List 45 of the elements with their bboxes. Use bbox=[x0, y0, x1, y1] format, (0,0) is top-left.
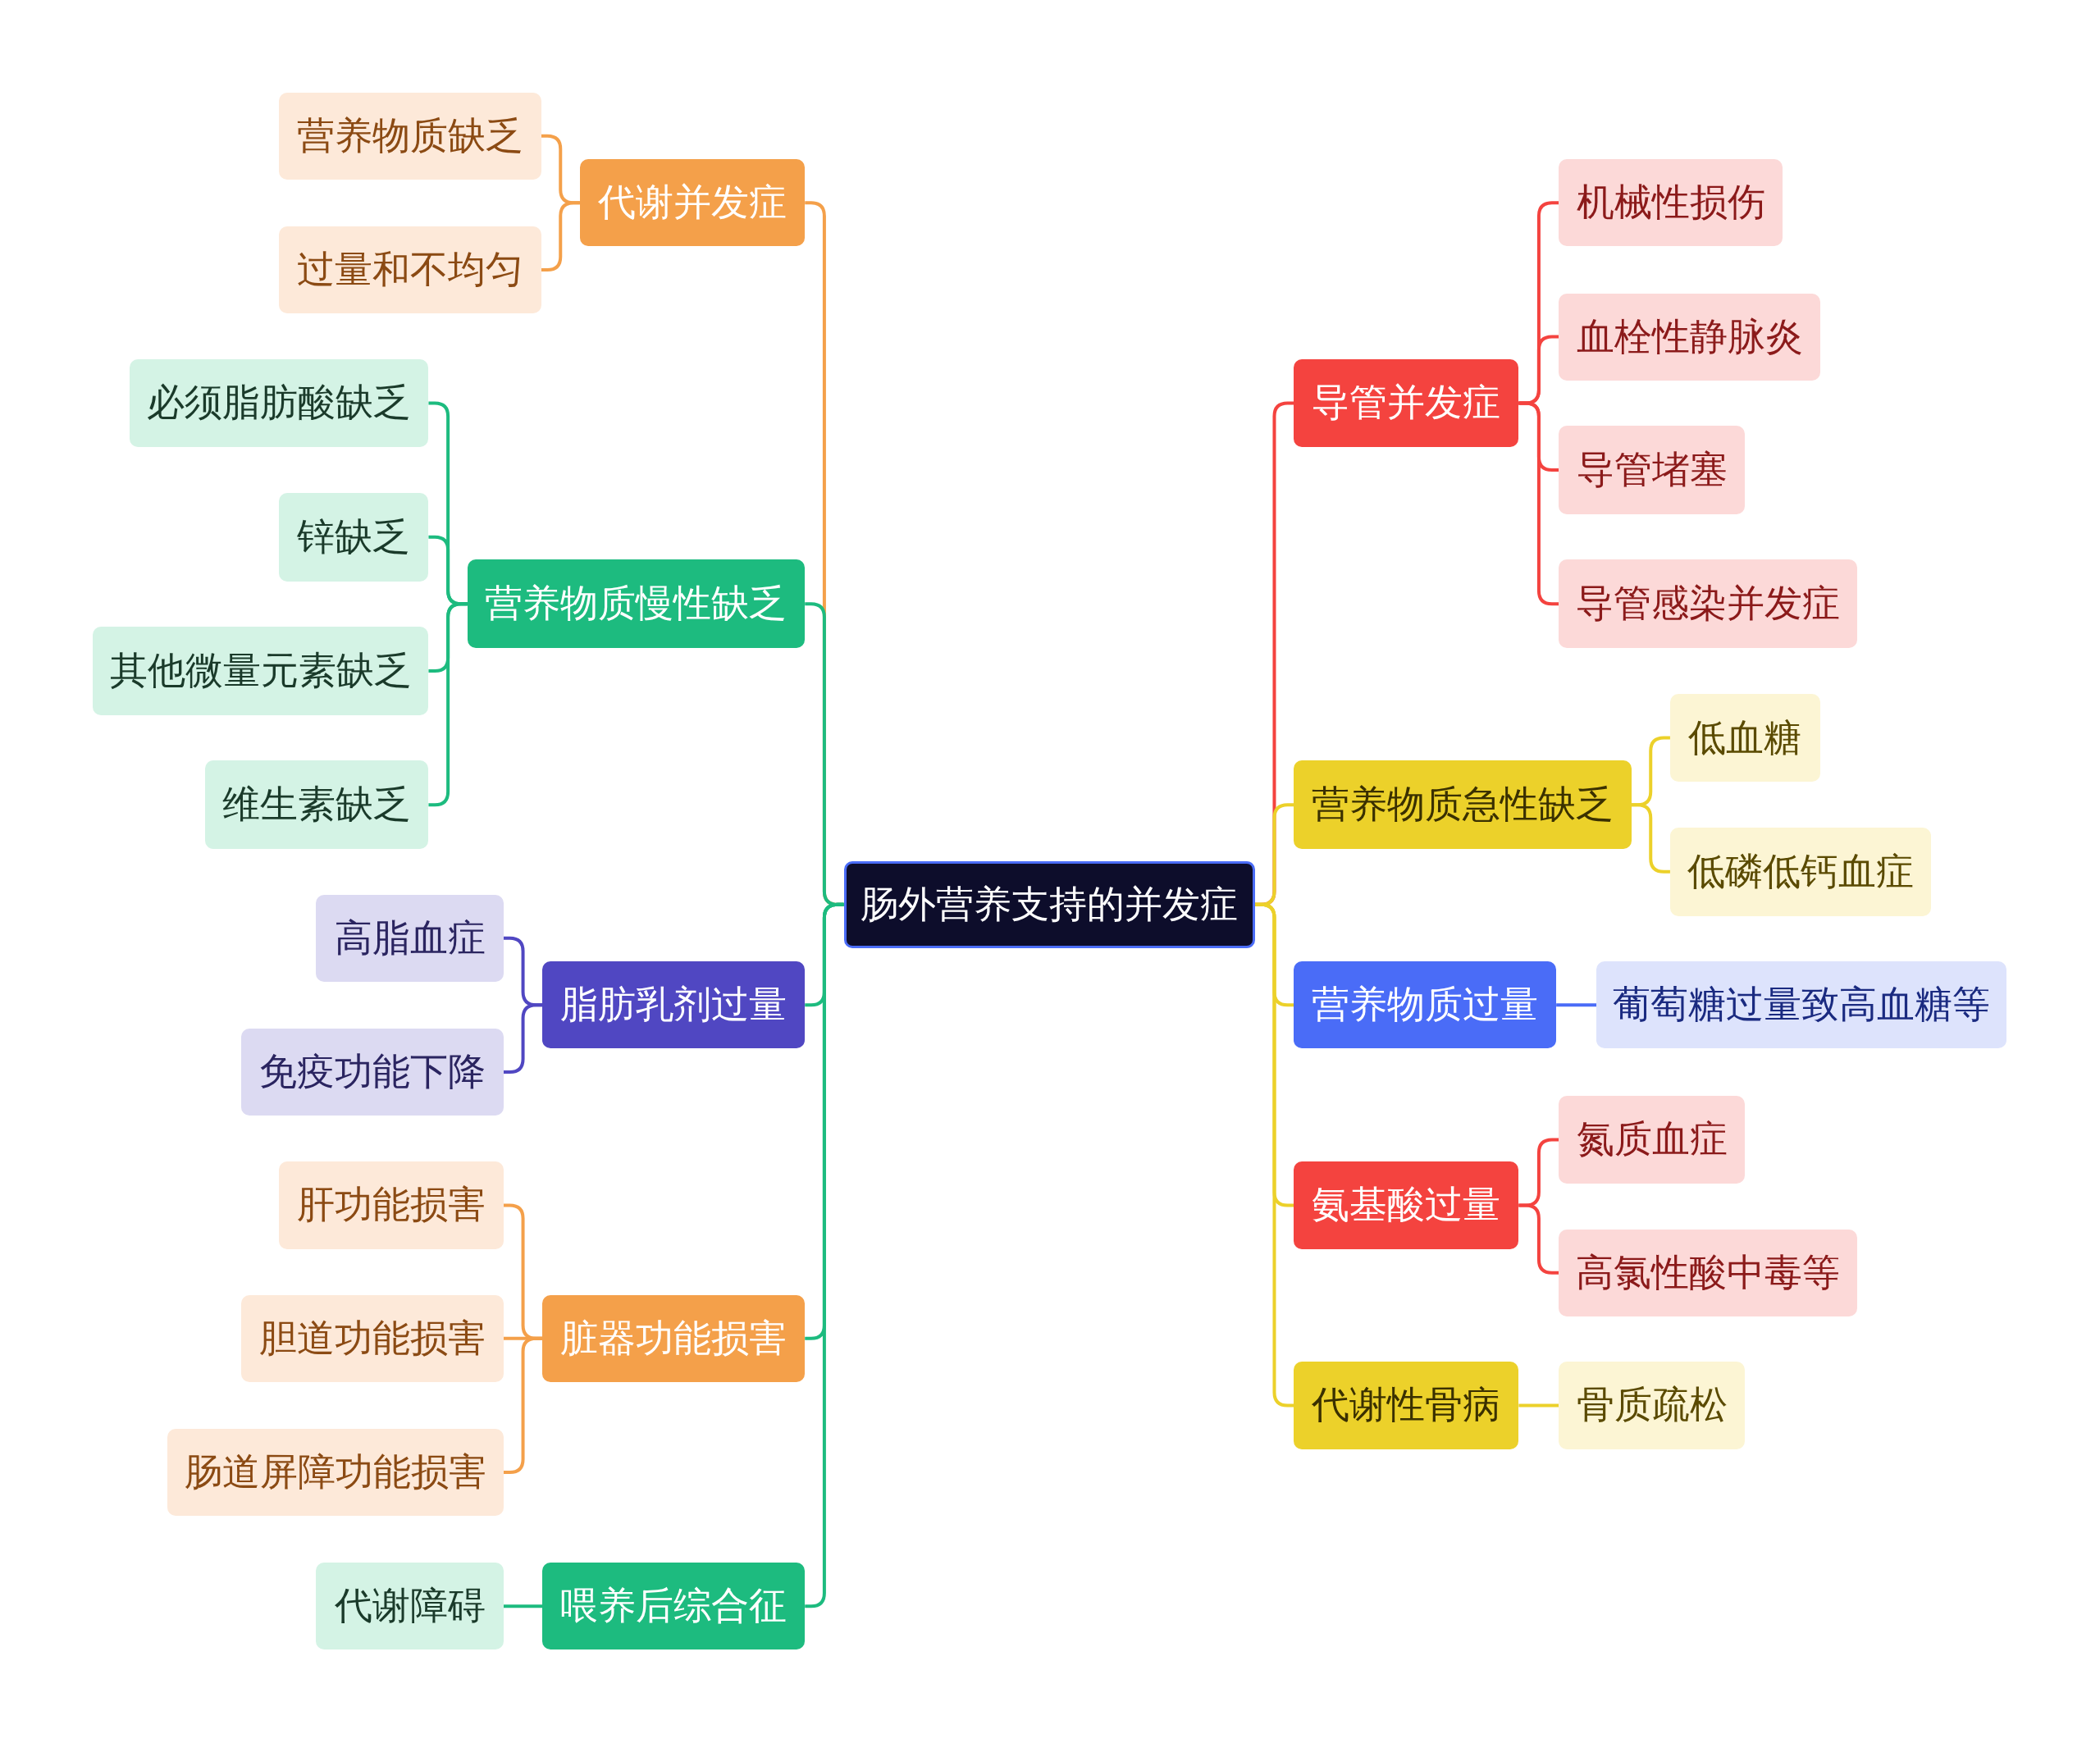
branch-box: 营养物质急性缺乏 bbox=[1294, 760, 1632, 850]
topic-box: 免疫功能下降 bbox=[240, 1028, 504, 1116]
connector-line bbox=[1556, 1003, 1597, 1007]
topic-box: 葡萄糖过量致高血糖等 bbox=[1596, 961, 2006, 1049]
branch-box: 脏器功能损害 bbox=[542, 1294, 806, 1382]
topic-box: 高氯性酸中毒等 bbox=[1559, 1229, 1858, 1316]
topic-box: 代谢障碍 bbox=[316, 1563, 504, 1650]
topic-box: 低磷低钙血症 bbox=[1669, 827, 1932, 916]
connector-line bbox=[805, 902, 844, 1608]
root-topic-box: 肠外营养支持的并发症 bbox=[843, 860, 1255, 948]
topic-box: 肠道屏障功能损害 bbox=[167, 1429, 504, 1517]
topic-box: 导管感染并发症 bbox=[1559, 559, 1858, 649]
topic-box: 维生素缺乏 bbox=[204, 760, 429, 850]
topic-box: 机械性损伤 bbox=[1559, 159, 1783, 247]
branch-box: 喂养后综合征 bbox=[542, 1563, 806, 1650]
branch-box: 脂肪乳剂过量 bbox=[542, 961, 806, 1049]
connector-line bbox=[1254, 902, 1294, 1408]
topic-box: 营养物质缺乏 bbox=[278, 92, 541, 180]
connector-line bbox=[1518, 401, 1559, 606]
topic-box: 氮质血症 bbox=[1559, 1095, 1746, 1184]
topic-box: 骨质疏松 bbox=[1559, 1362, 1746, 1449]
connector-line bbox=[503, 1604, 543, 1608]
connector-line bbox=[503, 1003, 543, 1074]
topic-box: 胆道功能损害 bbox=[240, 1294, 504, 1382]
topic-box: 导管堵塞 bbox=[1559, 426, 1746, 514]
branch-box: 代谢性骨病 bbox=[1294, 1362, 1519, 1449]
branch-box: 代谢并发症 bbox=[579, 159, 806, 247]
topic-box: 其他微量元素缺乏 bbox=[92, 627, 429, 715]
branch-box: 营养物质慢性缺乏 bbox=[467, 559, 806, 649]
connector-line bbox=[1518, 1403, 1559, 1408]
branch-box: 导管并发症 bbox=[1294, 358, 1519, 448]
topic-box: 低血糖 bbox=[1669, 693, 1820, 783]
topic-box: 锌缺乏 bbox=[278, 492, 429, 582]
connector-line bbox=[541, 201, 580, 271]
connector-line bbox=[428, 602, 468, 807]
branch-box: 氨基酸过量 bbox=[1294, 1161, 1519, 1250]
topic-box: 必须脂肪酸缺乏 bbox=[130, 358, 429, 448]
connector-line bbox=[1518, 1203, 1559, 1275]
topic-box: 高脂血症 bbox=[316, 894, 504, 982]
connector-line bbox=[1631, 803, 1670, 874]
topic-box: 肝功能损害 bbox=[278, 1161, 504, 1250]
topic-box: 血栓性静脉炎 bbox=[1559, 293, 1820, 381]
connector-line bbox=[503, 1336, 543, 1475]
branch-box: 营养物质过量 bbox=[1294, 961, 1557, 1049]
topic-box: 过量和不均匀 bbox=[278, 226, 541, 313]
